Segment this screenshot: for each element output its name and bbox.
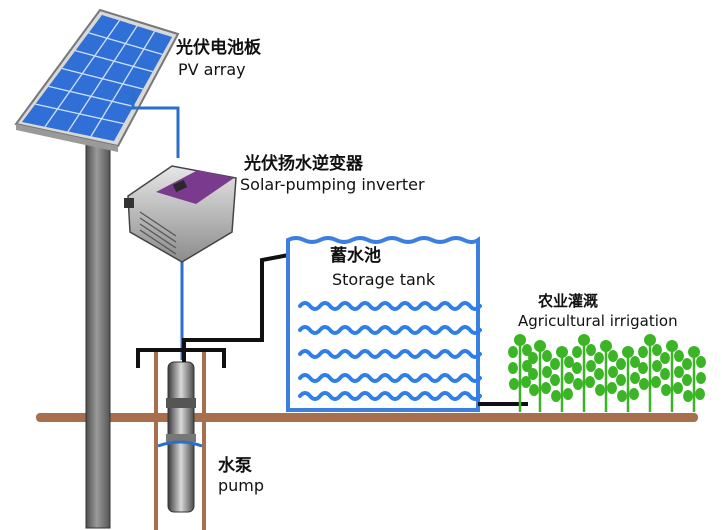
water-level-mark	[157, 440, 203, 448]
crop-plant	[508, 334, 532, 412]
crop-plant	[528, 340, 552, 412]
crop-plant	[660, 340, 684, 412]
crop-plant	[572, 334, 596, 412]
inverter-device-icon	[124, 165, 237, 263]
water-wave	[298, 373, 482, 383]
submersible-pump-icon	[166, 361, 196, 513]
water-wave	[298, 325, 482, 335]
dc-cable	[131, 90, 180, 158]
pump-label-en: pump	[218, 476, 265, 495]
pv-array-label-en: PV array	[178, 60, 246, 79]
ground-line	[36, 413, 698, 422]
crop-plant	[638, 334, 662, 412]
irrigation-label-en: Agricultural irrigation	[518, 312, 678, 330]
crop-plant	[594, 340, 618, 412]
tank-label-en: Storage tank	[332, 270, 436, 289]
tank-label-zh: 蓄水池	[330, 246, 381, 266]
water-wave	[298, 301, 482, 311]
inverter-label-en: Solar-pumping inverter	[240, 175, 425, 194]
inverter-label-zh: 光伏扬水逆变器	[244, 154, 363, 174]
crop-plant	[616, 346, 640, 412]
irrigation-label-zh: 农业灌溉	[538, 292, 599, 310]
water-wave	[298, 349, 482, 359]
water-wave	[298, 391, 482, 401]
storage-tank	[286, 236, 482, 412]
pump-label-zh: 水泵	[218, 456, 252, 476]
crop-plant	[682, 346, 706, 412]
pv-array-label-zh: 光伏电池板	[176, 38, 261, 58]
crop-plant	[550, 346, 574, 412]
crop-plant-icon	[508, 334, 706, 412]
outlet-pipe	[182, 252, 295, 362]
well-cap	[136, 348, 226, 368]
panel-pole	[85, 127, 111, 529]
solar-panel-icon	[14, 8, 180, 152]
